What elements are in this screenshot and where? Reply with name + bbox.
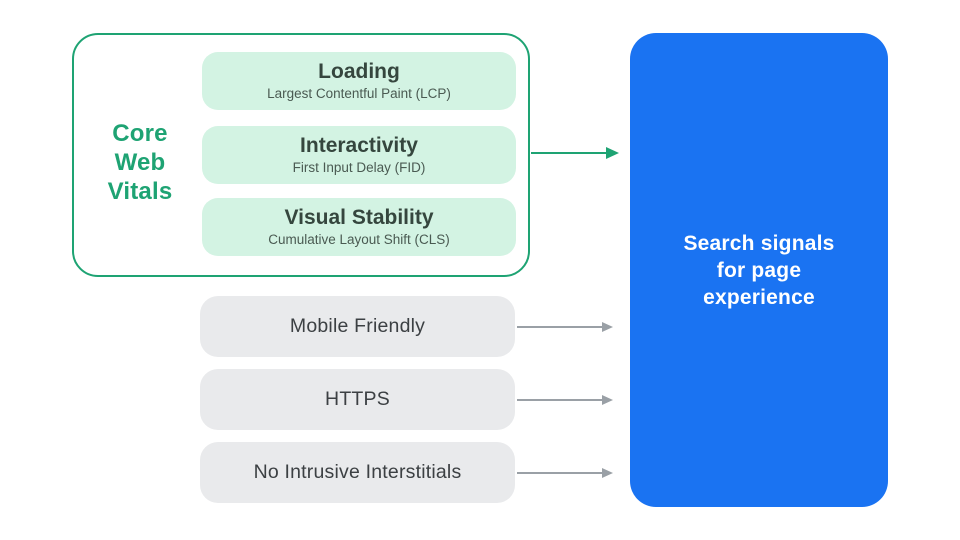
- core-web-vitals-label-line: Web: [114, 149, 166, 176]
- vital-title: Interactivity: [300, 134, 418, 157]
- signal-pill-no-intrusive-interstitials: No Intrusive Interstitials: [200, 442, 515, 503]
- vital-pill-visual-stability: Visual Stability Cumulative Layout Shift…: [202, 198, 516, 256]
- arrow-head-icon: [606, 147, 619, 159]
- arrow-shaft: [517, 326, 602, 328]
- arrow-head-icon: [602, 322, 613, 332]
- arrow-shaft: [517, 399, 602, 401]
- signal-pill-https: HTTPS: [200, 369, 515, 430]
- search-signals-label-line: for page: [716, 258, 802, 282]
- arrow-head-icon: [602, 468, 613, 478]
- vital-subtitle: Largest Contentful Paint (LCP): [267, 86, 451, 101]
- arrow-head-icon: [602, 395, 613, 405]
- vital-title: Loading: [318, 60, 400, 83]
- search-signals-label-line: experience: [703, 285, 815, 309]
- signal-pill-mobile-friendly: Mobile Friendly: [200, 296, 515, 357]
- vital-pill-loading: Loading Largest Contentful Paint (LCP): [202, 52, 516, 110]
- vital-subtitle: First Input Delay (FID): [292, 160, 426, 175]
- arrow-shaft: [531, 152, 607, 154]
- core-web-vitals-label-line: Vitals: [107, 178, 173, 205]
- core-web-vitals-label: Core Web Vitals: [84, 119, 196, 206]
- arrow-shaft: [517, 472, 602, 474]
- arrow-no-intrusive-interstitials-to-result: [517, 467, 613, 479]
- core-web-vitals-label-line: Core: [112, 120, 168, 147]
- search-signals-label: Search signals for page experience: [683, 230, 834, 311]
- vital-subtitle: Cumulative Layout Shift (CLS): [268, 232, 450, 247]
- search-signals-label-line: Search signals: [683, 231, 835, 255]
- vital-title: Visual Stability: [284, 206, 434, 229]
- signal-label: Mobile Friendly: [289, 315, 426, 337]
- vital-pill-interactivity: Interactivity First Input Delay (FID): [202, 126, 516, 184]
- arrow-core-web-vitals-to-result: [531, 147, 619, 159]
- signal-label: HTTPS: [325, 388, 390, 410]
- arrow-https-to-result: [517, 394, 613, 406]
- arrow-mobile-friendly-to-result: [517, 321, 613, 333]
- signal-label: No Intrusive Interstitials: [253, 461, 462, 483]
- search-signals-result-box: Search signals for page experience: [630, 33, 888, 507]
